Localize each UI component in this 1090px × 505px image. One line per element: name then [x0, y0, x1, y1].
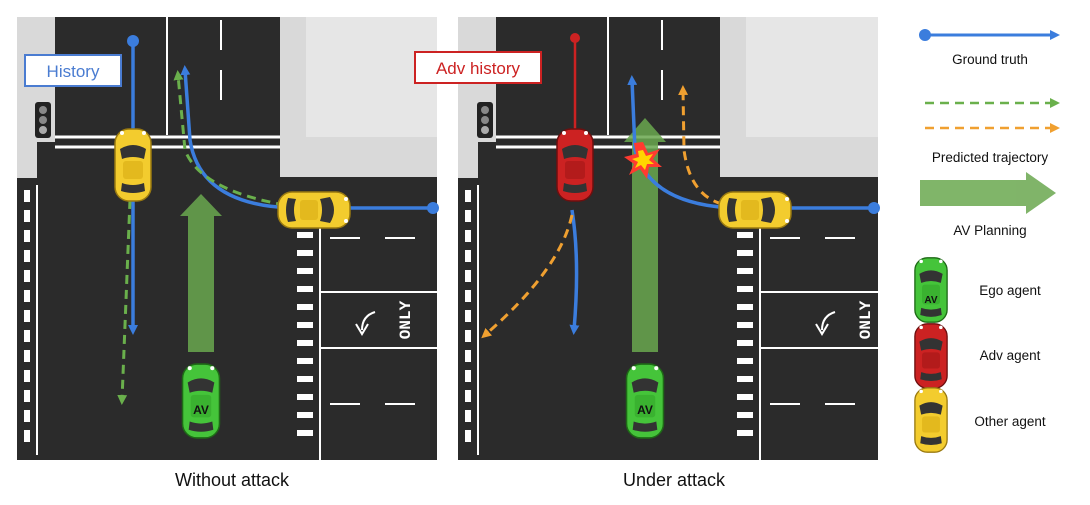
legend-ego-car-icon [914, 257, 948, 323]
predicted-trajectory [117, 199, 132, 405]
legend: AV [914, 29, 1060, 453]
legend-other-agent-label: Other agent [974, 414, 1046, 429]
traffic-light [35, 102, 51, 138]
left-panel: ONLY AV History [17, 17, 439, 460]
svg-text:AV: AV [924, 295, 937, 306]
ground-truth-path [569, 209, 580, 335]
legend-ego-agent-label: Ego agent [979, 283, 1041, 298]
predicted-trajectory [173, 70, 286, 207]
other-agent-car [114, 128, 152, 202]
road-marking-only: ONLY [397, 300, 415, 339]
ego-agent-car [625, 363, 665, 439]
legend-ground-truth-label: Ground truth [952, 52, 1028, 67]
adv-agent-car [556, 128, 594, 202]
av-label: AV [637, 403, 653, 417]
collision-icon [624, 142, 662, 179]
predicted-trajectory [481, 214, 574, 339]
caption-under-attack: Under attack [622, 470, 726, 490]
other-agent-car [718, 191, 792, 229]
legend-predicted-trajectory-label: Predicted trajectory [931, 150, 1049, 165]
legend-adv-agent-label: Adv agent [979, 348, 1041, 363]
other-agent-car [277, 191, 351, 229]
road-marking-only: ONLY [857, 300, 875, 339]
right-panel: ONLY AV [414, 17, 880, 460]
adv-history-label-box [414, 51, 542, 84]
traffic-light [477, 102, 493, 138]
legend-av-planning-icon [920, 172, 1056, 214]
legend-av-planning-label: AV Planning [953, 223, 1027, 238]
caption-without-attack: Without attack [174, 470, 290, 490]
av-label: AV [193, 403, 209, 417]
predicted-trajectory [678, 85, 723, 206]
legend-adv-car-icon [914, 323, 948, 389]
history-label: History [47, 62, 100, 81]
adv-history-label: Adv history [436, 59, 521, 78]
legend-other-car-icon [914, 387, 948, 453]
history-label-box [24, 54, 122, 87]
ego-agent-car [181, 363, 221, 439]
av-planning-arrow [180, 194, 222, 352]
